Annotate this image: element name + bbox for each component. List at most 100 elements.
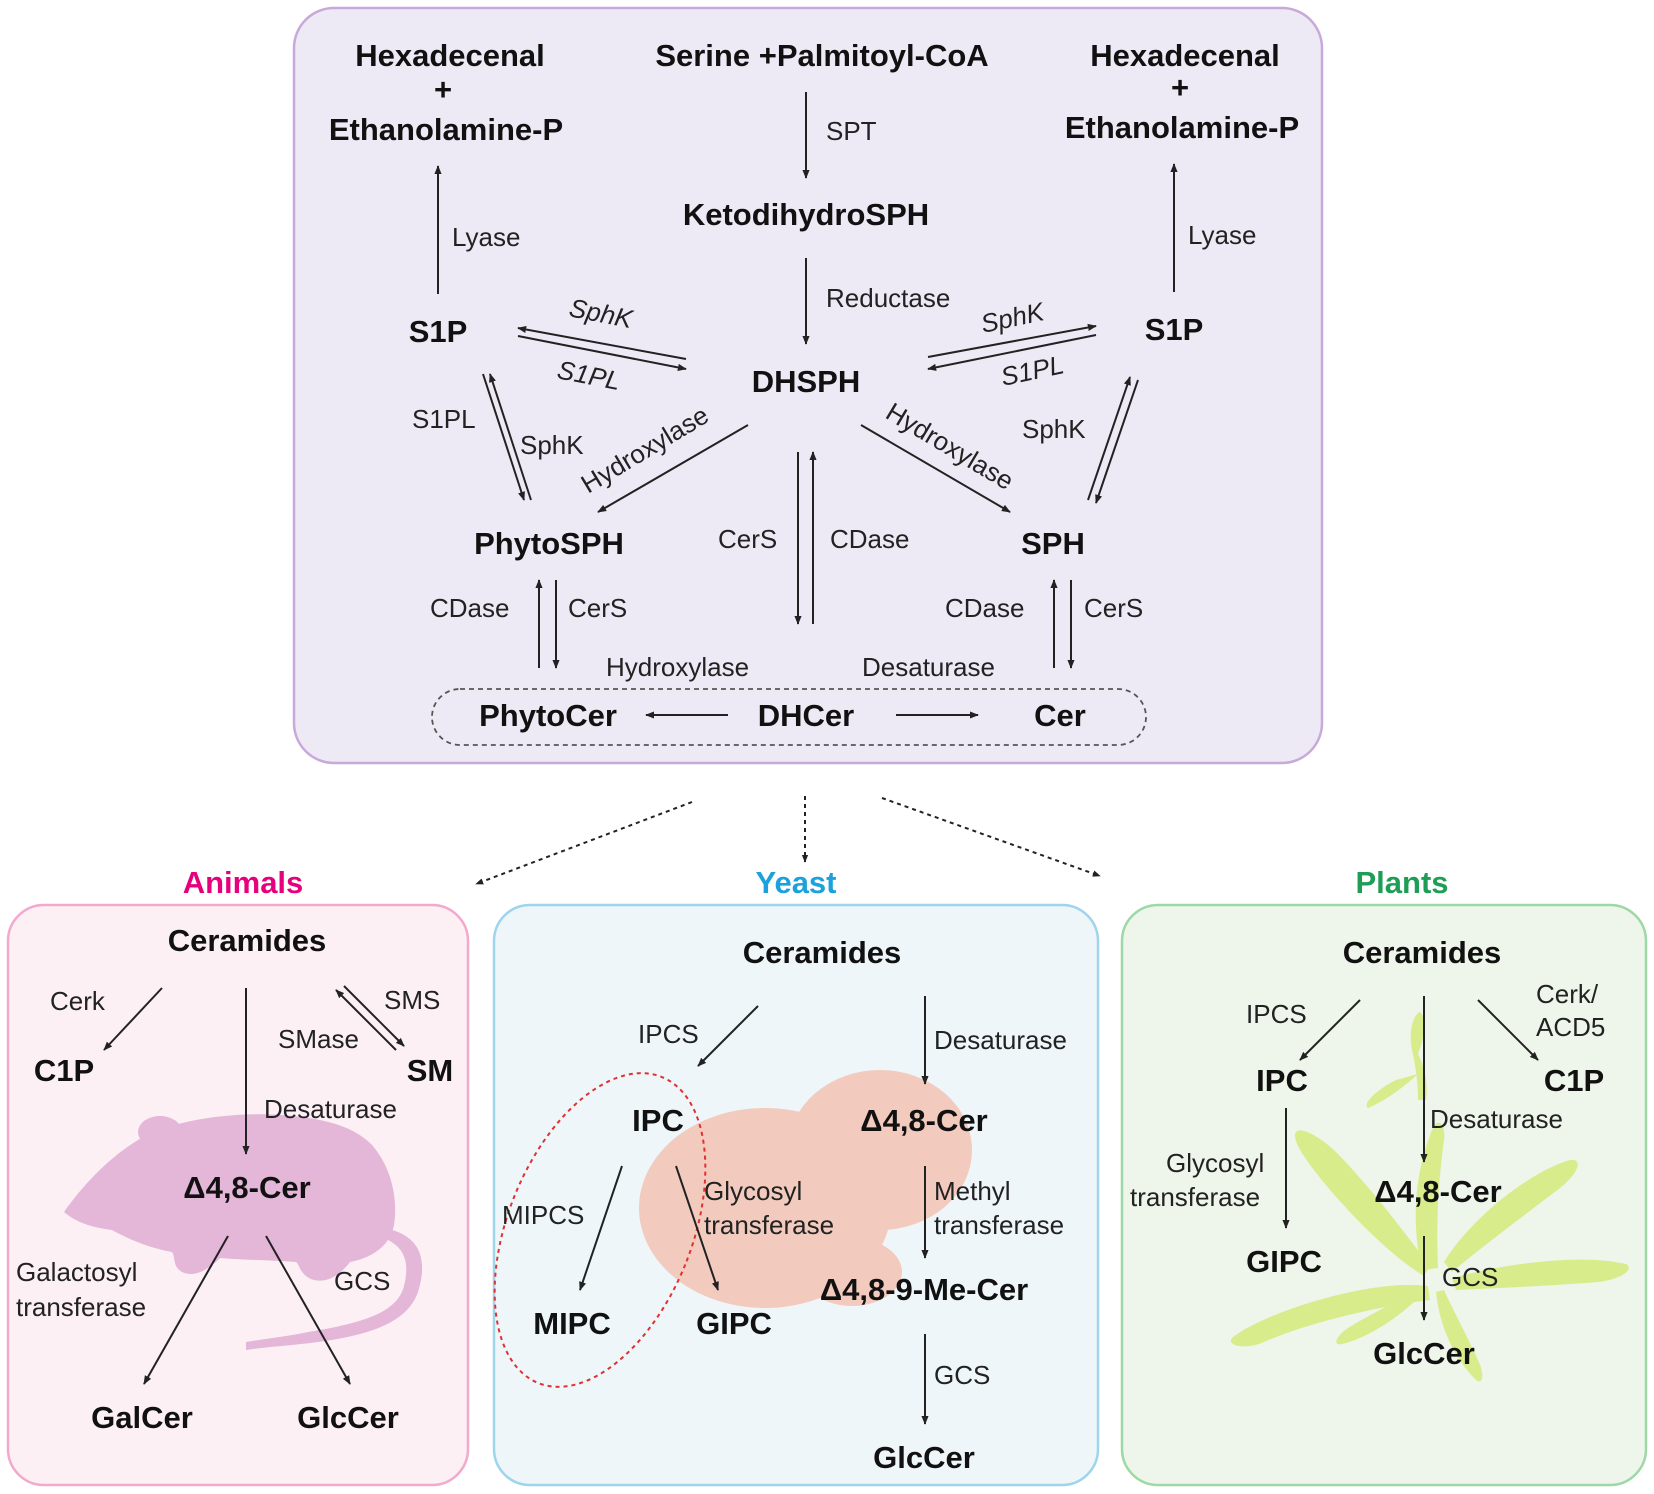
- yeast-gipc: GIPC: [696, 1306, 772, 1341]
- cers-left-label: CerS: [568, 593, 627, 623]
- animals-galactosyl-label-2: transferase: [16, 1292, 146, 1322]
- yeast-mipcs-arrow: [579, 1165, 623, 1291]
- sphk-top-left-arrow: [517, 325, 687, 360]
- cdase-left-label: CDase: [430, 593, 509, 623]
- plants-desaturase-label: Desaturase: [1430, 1104, 1563, 1134]
- yeast-d48cer: Δ4,8-Cer: [860, 1103, 987, 1138]
- yeast-desaturase-label: Desaturase: [934, 1025, 1067, 1055]
- animals-ceramides: Ceramides: [168, 923, 327, 958]
- animals-smase-arrow: [335, 989, 397, 1051]
- plants-glycosyl-label-1: Glycosyl: [1166, 1148, 1264, 1178]
- dhsph: DHSPH: [752, 364, 861, 399]
- plants-d48cer: Δ4,8-Cer: [1374, 1174, 1501, 1209]
- animals-sm: SM: [407, 1053, 454, 1088]
- plants-glycosyl-label-2: transferase: [1130, 1182, 1260, 1212]
- hydroxylase-left-arrow: [597, 424, 749, 513]
- ceramide-group-box: [431, 688, 1147, 746]
- yeast-mipc: MIPC: [533, 1306, 611, 1341]
- cers-right-label: CerS: [1084, 593, 1143, 623]
- plants-ceramides: Ceramides: [1343, 935, 1502, 970]
- cdase-center-label: CDase: [830, 524, 909, 554]
- sphk-right-vert-arrow-2: [1095, 379, 1139, 504]
- yeast-glycosyl-label-1: Glycosyl: [704, 1176, 802, 1206]
- sph: SPH: [1021, 526, 1085, 561]
- dhcer: DHCer: [758, 698, 854, 733]
- plants-cerk-arrow: [1477, 999, 1539, 1061]
- sphk-right-vert-arrow-1: [1087, 376, 1131, 501]
- s1pl-top-left-arrow: [517, 335, 687, 371]
- s1p-right: S1P: [1145, 312, 1204, 347]
- cers-center-label: CerS: [718, 524, 777, 554]
- plants-c1p: C1P: [1544, 1063, 1604, 1098]
- yeast-glccer: GlcCer: [873, 1440, 975, 1475]
- reductase-label: Reductase: [826, 283, 950, 313]
- yeast-ceramides: Ceramides: [743, 935, 902, 970]
- animals-desaturase-label: Desaturase: [264, 1094, 397, 1124]
- plants-gcs-label: GCS: [1442, 1262, 1498, 1292]
- plants-gipc: GIPC: [1246, 1244, 1322, 1279]
- sphk-left-vert-label: SphK: [520, 430, 584, 460]
- animals-sms-label: SMS: [384, 985, 440, 1015]
- ethanolamine-right: Ethanolamine-P: [1065, 110, 1299, 145]
- lyase-left-label: Lyase: [452, 222, 520, 252]
- lyase-right-label: Lyase: [1188, 220, 1256, 250]
- plants-cerk-label-1: Cerk/: [1536, 979, 1599, 1009]
- animals-c1p: C1P: [34, 1053, 94, 1088]
- serine-palmitoyl-coa: Serine +Palmitoyl-CoA: [655, 38, 988, 73]
- plants-glccer: GlcCer: [1373, 1336, 1475, 1371]
- to-animals-arrow: [475, 801, 693, 885]
- plants-title: Plants: [1355, 865, 1448, 900]
- ethanolamine-left: Ethanolamine-P: [329, 112, 563, 147]
- plants-ipc: IPC: [1256, 1063, 1308, 1098]
- animals-gcs-arrow: [265, 1235, 351, 1385]
- yeast-methyl-label-1: Methyl: [934, 1176, 1011, 1206]
- yeast-ipc: IPC: [632, 1103, 684, 1138]
- plants-ipcs-label: IPCS: [1246, 999, 1307, 1029]
- ketodihydrosph: KetodihydroSPH: [683, 197, 929, 232]
- animals-smase-label: SMase: [278, 1024, 359, 1054]
- animals-galcer: GalCer: [91, 1400, 193, 1435]
- sphk-top-right-arrow: [927, 323, 1097, 358]
- s1p-left: S1P: [409, 314, 468, 349]
- yeast-title: Yeast: [755, 865, 836, 900]
- hexadecenal-right: Hexadecenal: [1090, 38, 1280, 73]
- animals-d48cer: Δ4,8-Cer: [183, 1170, 310, 1205]
- sphk-right-vert-label: SphK: [1022, 414, 1086, 444]
- hydroxylase-right-arrow: [860, 424, 1011, 513]
- sphk-left-vert-arrow: [489, 373, 532, 501]
- hydroxylase-bottom-label: Hydroxylase: [606, 652, 749, 682]
- phytosph: PhytoSPH: [474, 526, 624, 561]
- animals-galactosyl-label-1: Galactosyl: [16, 1257, 137, 1287]
- s1pl-left-vert-label: S1PL: [412, 404, 476, 434]
- plants-cerk-label-2: ACD5: [1536, 1012, 1605, 1042]
- yeast-glycosyl-arrow: [675, 1165, 719, 1291]
- animals-title: Animals: [183, 865, 304, 900]
- yeast-gcs-label: GCS: [934, 1360, 990, 1390]
- yeast-ipcs-label: IPCS: [638, 1019, 699, 1049]
- animals-sms-arrow: [343, 985, 405, 1047]
- animals-cerk-label: Cerk: [50, 986, 106, 1016]
- desaturase-bottom-label: Desaturase: [862, 652, 995, 682]
- yeast-methyl-label-2: transferase: [934, 1210, 1064, 1240]
- plus-right: +: [1171, 70, 1189, 105]
- cer: Cer: [1034, 698, 1086, 733]
- plants-ipcs-arrow: [1299, 999, 1361, 1061]
- yeast-mipcs-label: MIPCS: [502, 1200, 584, 1230]
- yeast-d489mecer: Δ4,8-9-Me-Cer: [820, 1272, 1028, 1307]
- hexadecenal-left: Hexadecenal: [355, 38, 545, 73]
- yeast-ipcs-arrow: [697, 1005, 759, 1067]
- phytocer: PhytoCer: [479, 698, 617, 733]
- animals-cerk-arrow: [103, 987, 163, 1051]
- to-plants-arrow: [881, 797, 1101, 877]
- plus-left: +: [434, 72, 452, 107]
- mouse-silhouette: [64, 1114, 423, 1350]
- yeast-glycosyl-label-2: transferase: [704, 1210, 834, 1240]
- animals-glccer: GlcCer: [297, 1400, 399, 1435]
- core-pathway-panel: [292, 6, 1324, 765]
- plant-silhouette: [1230, 1012, 1629, 1382]
- mipc-highlight-circle: [493, 1072, 707, 1388]
- cdase-right-label: CDase: [945, 593, 1024, 623]
- s1pl-left-vert-arrow: [482, 373, 525, 501]
- s1pl-top-right-arrow: [927, 334, 1097, 371]
